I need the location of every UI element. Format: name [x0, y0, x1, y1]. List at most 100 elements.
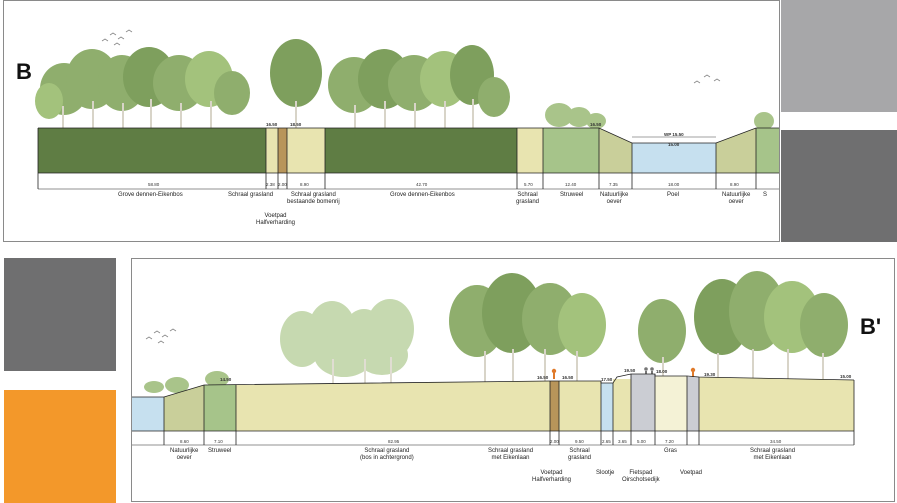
zone-outlines [37, 127, 779, 190]
elevation-label: 14.50 [220, 377, 232, 382]
water-level-label: WP 15.50 [664, 132, 684, 137]
elevation-label: 17.50 [601, 377, 613, 382]
zone-width: 9.50 [575, 439, 584, 444]
zone-natuurlijke-oever [164, 385, 204, 431]
section-letter-b: B [16, 59, 32, 84]
tree-group-forest-left [35, 47, 250, 119]
tree-trunks-eikenlaan-2 [662, 349, 824, 381]
cross-section-b-prime-panel: B' 14.50 16.50 16.50 17.50 19.50 18.00 1… [131, 258, 895, 502]
cyclist-icon [644, 367, 654, 376]
zone-schraal-grasland [559, 381, 601, 431]
elevation-label: 16.50 [562, 375, 574, 380]
section-letter-b-prime: B' [860, 314, 882, 339]
zone-water [132, 397, 164, 431]
zone-width: 34.50 [770, 439, 782, 444]
elevation-label: 18.50 [290, 122, 302, 127]
tree-group-forest-middle [328, 45, 510, 117]
zone-schraal-grasland-1 [266, 128, 278, 173]
zone-natuurlijke-oever-2 [716, 128, 756, 173]
zone-forest-1 [38, 128, 266, 173]
tree-group-background [280, 299, 414, 377]
birds-icon [101, 29, 721, 84]
zone-label-schraal-grasland-bos: Schraal grasland(bos in achtergrond) [360, 448, 414, 461]
zone-label-voetpad: Voetpad [680, 470, 703, 476]
zone-label-schraal-grasland: Schraal grasland [228, 192, 274, 198]
shrubs-struweel [545, 103, 606, 129]
zone-struweel-1 [543, 128, 599, 173]
legend-swatch-dark-grey-2 [4, 258, 116, 371]
zone-natuurlijke-oever-1 [599, 128, 632, 173]
zone-width: 5.70 [524, 182, 533, 187]
zone-label-cut: S [763, 192, 768, 198]
zone-slootje [601, 383, 613, 431]
legend-swatch-dark-grey [781, 130, 897, 242]
birds-icon [145, 328, 177, 344]
zone-voetpad-halfverharding [550, 381, 559, 431]
zone-schraal-bomenrij [287, 128, 325, 173]
zone-width: 58.80 [148, 182, 160, 187]
zone-width: 2.38 [266, 182, 275, 187]
elevation-label: 16.50 [537, 375, 549, 380]
zone-width: 7.10 [214, 439, 223, 444]
zone-width: 8.90 [300, 182, 309, 187]
zone-berm [613, 379, 631, 431]
elevation-label: 16.50 [590, 122, 602, 127]
zone-width: 2.65 [602, 439, 611, 444]
zone-outlines [132, 373, 855, 446]
zone-struweel [204, 385, 236, 431]
zone-voetpad-1 [278, 128, 287, 173]
elevation-label: 19.30 [704, 372, 716, 377]
elevation-label: 18.00 [656, 369, 668, 374]
zone-width: 18.00 [668, 182, 680, 187]
zone-width: 3.65 [618, 439, 627, 444]
zone-width: 5.00 [637, 439, 646, 444]
tree-group-eikenlaan-2 [638, 271, 848, 363]
tree-group-eikenlaan-1 [449, 273, 606, 357]
zone-poel [632, 143, 716, 173]
zone-schraal-grasland-2 [517, 128, 543, 173]
zone-width: 8.60 [180, 439, 189, 444]
zone-label-struweel: Struweel [560, 192, 584, 198]
zone-label-forest-1: Grove dennen-Eikenbos [118, 192, 183, 198]
zone-width: 82.95 [388, 439, 400, 444]
tree-trunks-middle [354, 99, 474, 128]
pedestrian-icon [551, 368, 557, 379]
zone-struweel-2 [756, 128, 779, 173]
zone-width: 2.00 [550, 439, 559, 444]
shrub-right [754, 112, 774, 130]
cross-section-b-drawing [35, 29, 779, 190]
zone-width: 42.70 [416, 182, 428, 187]
tree-bestaande-bomenrij [270, 39, 322, 128]
zone-width: 7.35 [609, 182, 618, 187]
zone-label-slootje: Slootje [596, 470, 615, 476]
tree-trunks-eikenlaan-1 [484, 349, 578, 383]
tree-trunks-left [62, 99, 212, 128]
zone-forest-2 [325, 128, 517, 173]
zone-voetpad [687, 377, 699, 431]
shrubs-struweel [144, 371, 229, 393]
zone-fietspad [631, 374, 655, 431]
pedestrian-icon-2 [690, 367, 696, 378]
elevation-label: 15.00 [668, 142, 680, 147]
tree-trunks-background [332, 357, 392, 385]
zone-label-struweel: Struweel [208, 448, 232, 454]
cross-section-b-panel: B 16.50 18.50 16.50 WP 15.50 15.00 58.80… [3, 0, 780, 242]
zone-schraal-grasland-bos [236, 381, 550, 431]
zone-width: 7.20 [665, 439, 674, 444]
legend-swatch-orange [4, 390, 116, 503]
zone-schraal-grasland-eikenlaan [699, 377, 854, 431]
zone-label-forest-2: Grove dennen-Eikenbos [390, 192, 455, 198]
zone-label-gras: Gras [664, 448, 678, 454]
zone-gras [655, 376, 687, 431]
zone-label-poel: Poel [667, 192, 680, 198]
